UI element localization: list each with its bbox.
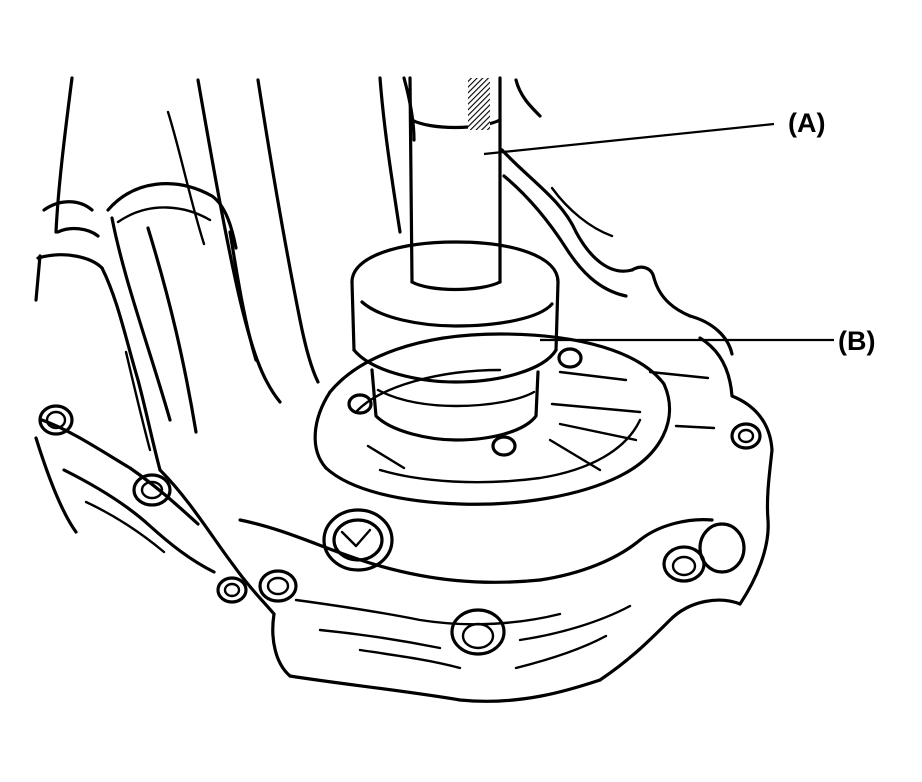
bolt-hole — [132, 473, 172, 507]
bolt-hole — [557, 347, 583, 369]
installer-shaft — [408, 76, 502, 292]
plug — [322, 508, 394, 572]
bolt-hole — [698, 522, 746, 574]
callout-label-a: (A) — [788, 108, 825, 138]
bolt-hole — [347, 393, 373, 415]
bolt-hole — [216, 576, 248, 604]
bolt-hole — [258, 569, 298, 603]
leader-line-a — [483, 122, 775, 156]
transmission-case — [34, 76, 692, 472]
bolt-hole — [662, 545, 706, 583]
installer-adapter — [350, 240, 560, 442]
shaft-hatch — [468, 78, 490, 130]
bolt-hole — [730, 422, 762, 450]
bolt-hole — [491, 435, 517, 457]
callout-label-b: (B) — [838, 326, 875, 356]
flange-bolt-holes — [38, 347, 762, 656]
leader-lines — [483, 122, 834, 342]
case-flange — [34, 314, 774, 703]
bolt-hole — [38, 404, 74, 436]
bolt-hole — [450, 608, 506, 656]
